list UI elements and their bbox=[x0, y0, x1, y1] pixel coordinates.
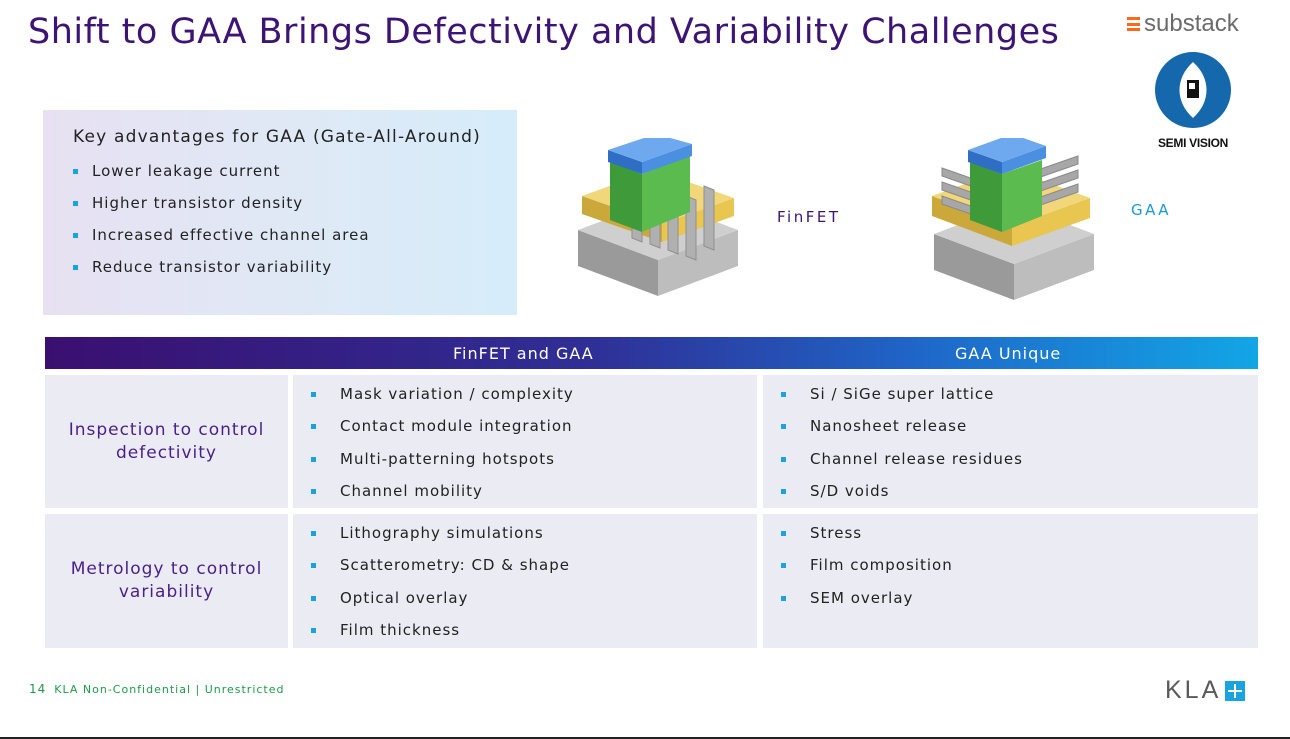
list-item: Optical overlay bbox=[311, 589, 570, 621]
list-item: S/D voids bbox=[781, 482, 1023, 514]
semi-vision-label: SEMI VISION bbox=[1157, 136, 1229, 150]
substack-icon bbox=[1127, 17, 1140, 31]
list: Lithography simulations Scatterometry: C… bbox=[311, 524, 570, 653]
header-finfet-and-gaa: FinFET and GAA bbox=[453, 344, 594, 363]
list-item-text: Channel release residues bbox=[810, 449, 1023, 468]
list-item-text: Film thickness bbox=[340, 620, 461, 639]
finfet-diagram bbox=[578, 138, 738, 296]
bullet-icon bbox=[311, 488, 316, 494]
list-item-text: Mask variation / complexity bbox=[340, 385, 574, 403]
gaa-label: GAA bbox=[1131, 201, 1172, 219]
list: Stress Film composition SEM overlay bbox=[781, 524, 953, 621]
kla-wordmark: KLA bbox=[1165, 676, 1222, 704]
row-label-inspection: Inspection to control defectivity bbox=[45, 375, 288, 508]
list: Si / SiGe super lattice Nanosheet releas… bbox=[781, 385, 1023, 514]
semi-vision-icon bbox=[1155, 52, 1231, 128]
list-item: SEM overlay bbox=[781, 589, 953, 621]
bullet-icon bbox=[781, 424, 786, 430]
plus-icon bbox=[1225, 680, 1246, 701]
list-item-text: Film composition bbox=[810, 556, 953, 575]
slide-title: Shift to GAA Brings Defectivity and Vari… bbox=[28, 12, 1060, 52]
footer: 14 KLA Non-Confidential | Unrestricted bbox=[29, 682, 285, 696]
list-item: Lower leakage current bbox=[73, 162, 370, 194]
cell-metrology-common: Lithography simulations Scatterometry: C… bbox=[293, 514, 757, 648]
list-item: Multi-patterning hotspots bbox=[311, 450, 574, 482]
semi-vision-logo: SEMI VISION bbox=[1148, 50, 1238, 150]
list-item-text: SEM overlay bbox=[810, 588, 914, 607]
list-item: Higher transistor density bbox=[73, 194, 370, 226]
list-item: Si / SiGe super lattice bbox=[781, 385, 1023, 417]
list-item-text: Si / SiGe super lattice bbox=[810, 385, 995, 403]
list-item: Lithography simulations bbox=[311, 524, 570, 556]
finfet-label: FinFET bbox=[777, 208, 841, 226]
advantages-list: Lower leakage current Higher transistor … bbox=[73, 162, 370, 290]
kla-logo: KLA bbox=[1165, 676, 1246, 705]
bullet-icon bbox=[73, 265, 78, 270]
list-item-text: S/D voids bbox=[810, 481, 890, 500]
list-item-text: Higher transistor density bbox=[92, 194, 304, 212]
bullet-icon bbox=[73, 169, 78, 174]
list-item: Scatterometry: CD & shape bbox=[311, 556, 570, 588]
bullet-icon bbox=[781, 531, 786, 536]
list-item: Channel release residues bbox=[781, 450, 1023, 482]
bullet-icon bbox=[311, 531, 316, 536]
bullet-icon bbox=[311, 392, 316, 397]
bullet-icon bbox=[73, 233, 78, 238]
list-item: Nanosheet release bbox=[781, 417, 1023, 449]
list-item-text: Scatterometry: CD & shape bbox=[340, 556, 570, 575]
list-item-text: Stress bbox=[810, 524, 863, 542]
table-header: FinFET and GAA GAA Unique bbox=[45, 337, 1258, 369]
bottom-divider bbox=[0, 737, 1290, 739]
cell-inspection-common: Mask variation / complexity Contact modu… bbox=[293, 375, 757, 508]
list-item-text: Optical overlay bbox=[340, 588, 469, 607]
list-item: Increased effective channel area bbox=[73, 226, 370, 258]
list-item: Contact module integration bbox=[311, 417, 574, 449]
bullet-icon bbox=[311, 627, 316, 633]
bullet-icon bbox=[311, 456, 316, 462]
list-item-text: Lithography simulations bbox=[340, 524, 544, 542]
footer-text: KLA Non-Confidential | Unrestricted bbox=[54, 683, 285, 696]
bullet-icon bbox=[73, 201, 78, 206]
substack-wordmark: substack bbox=[1144, 10, 1239, 37]
list: Mask variation / complexity Contact modu… bbox=[311, 385, 574, 514]
bullet-icon bbox=[311, 424, 316, 430]
bullet-icon bbox=[781, 595, 786, 601]
substack-logo: substack bbox=[1127, 10, 1239, 38]
bullet-icon bbox=[781, 392, 786, 397]
list-item-text: Reduce transistor variability bbox=[92, 258, 333, 276]
cell-metrology-unique: Stress Film composition SEM overlay bbox=[763, 514, 1258, 648]
bullet-icon bbox=[311, 563, 316, 569]
gaa-diagram bbox=[932, 138, 1094, 300]
bullet-icon bbox=[781, 563, 786, 569]
list-item-text: Nanosheet release bbox=[810, 417, 968, 436]
row-label-metrology: Metrology to control variability bbox=[45, 514, 288, 648]
list-item: Stress bbox=[781, 524, 953, 556]
bullet-icon bbox=[781, 488, 786, 494]
list-item: Channel mobility bbox=[311, 482, 574, 514]
page-number: 14 bbox=[29, 682, 47, 696]
cell-inspection-unique: Si / SiGe super lattice Nanosheet releas… bbox=[763, 375, 1258, 508]
bullet-icon bbox=[781, 456, 786, 462]
list-item-text: Lower leakage current bbox=[92, 162, 281, 180]
list-item: Film composition bbox=[781, 556, 953, 588]
list-item-text: Increased effective channel area bbox=[92, 226, 370, 244]
list-item-text: Multi-patterning hotspots bbox=[340, 449, 555, 468]
list-item: Mask variation / complexity bbox=[311, 385, 574, 417]
bullet-icon bbox=[311, 595, 316, 601]
advantages-heading: Key advantages for GAA (Gate-All-Around) bbox=[73, 127, 481, 147]
advantages-box: Key advantages for GAA (Gate-All-Around)… bbox=[43, 110, 517, 315]
header-gaa-unique: GAA Unique bbox=[955, 344, 1062, 363]
list-item-text: Channel mobility bbox=[340, 481, 483, 500]
list-item-text: Contact module integration bbox=[340, 417, 573, 436]
list-item: Film thickness bbox=[311, 621, 570, 653]
list-item: Reduce transistor variability bbox=[73, 258, 370, 290]
